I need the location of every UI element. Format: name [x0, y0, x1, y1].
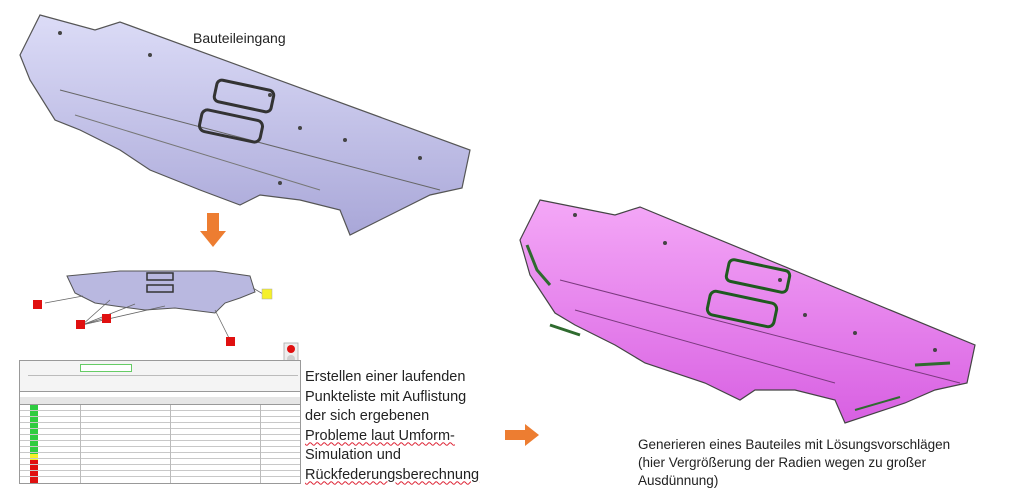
problem-marker: [33, 300, 42, 309]
caption-line: Probleme laut Umform-: [305, 427, 455, 444]
caption-line: Erstellen einer laufenden: [305, 369, 466, 385]
solution-caption: Generieren eines Bauteiles mit Lösungsvo…: [638, 436, 978, 490]
caption-line: Rückfederungsberechnung: [305, 466, 480, 483]
analysis-points-image: [33, 270, 273, 346]
problem-marker: [76, 320, 85, 329]
warning-marker: [261, 288, 273, 300]
arrow-down-icon: [200, 213, 226, 247]
point-list-caption: Erstellen einer laufenden Punkteliste mi…: [305, 368, 505, 485]
problem-marker: [226, 337, 235, 346]
caption-line: Punkteliste mit Auflistung: [305, 388, 467, 405]
point-list-table: [19, 360, 301, 484]
problem-marker: [102, 314, 111, 323]
status-column: [30, 405, 38, 483]
solution-component-image: [519, 199, 976, 424]
component-input-title: Bauteileingang: [193, 30, 286, 46]
component-input-image: [19, 14, 471, 236]
arrow-right-icon: [505, 424, 539, 446]
caption-line: Simulation und: [305, 447, 401, 463]
caption-line: Ausdünnung): [638, 473, 719, 488]
caption-line: Generieren eines Bauteiles mit Lösungsvo…: [638, 437, 951, 452]
caption-line: (hier Vergrößerung der Radien wegen zu g…: [638, 455, 927, 470]
caption-line: der sich ergebenen: [305, 408, 430, 424]
